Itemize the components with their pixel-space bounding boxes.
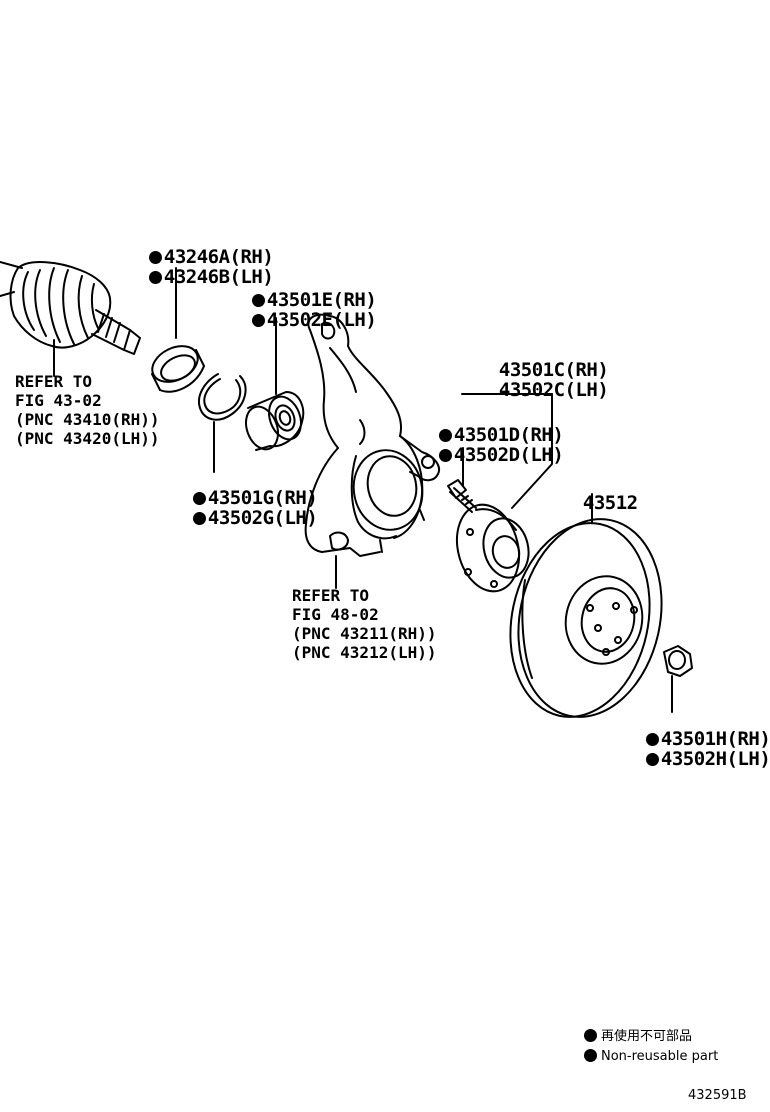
callout-43501c-lh: 43502C(LH): [477, 360, 609, 401]
callout-43501h-lh: 43502H(LH): [624, 729, 770, 769]
part-number: 43502C(LH): [498, 379, 609, 401]
non-reusable-marker-icon: [251, 314, 265, 327]
part-number: 43501G(RH): [207, 487, 318, 509]
refer-driveshaft-line4: (PNC 43420(LH)): [15, 429, 160, 448]
figure-number: 432591B: [688, 1088, 747, 1103]
legend-text-japanese: 再使用不可部品: [601, 1029, 693, 1044]
refer-knuckle-line2: FIG 48-02: [292, 605, 379, 624]
callout-43246-rh: 43246A(RH): [127, 227, 274, 268]
legend-japanese: 再使用不可部品: [584, 1029, 692, 1045]
part-number: 43502D(LH): [453, 444, 564, 466]
refer-knuckle-line4: (PNC 43212(LH)): [292, 643, 437, 662]
callout-43501d-rh: 43501D(RH): [417, 405, 564, 446]
brake-disc: [509, 493, 663, 718]
part-number: 43246A(RH): [163, 246, 274, 268]
callout-43501d-lh: 43502D(LH): [417, 425, 564, 466]
non-reusable-marker-icon: [584, 1029, 597, 1042]
callout-43501g-lh: 43502G(LH): [171, 488, 318, 529]
callout-43501h-rh: 43501H(RH): [624, 709, 770, 749]
drive-shaft-boot: [0, 261, 141, 355]
snap-ring: [198, 373, 247, 473]
non-reusable-marker-icon: [192, 492, 206, 505]
part-number: 43502E(LH): [266, 309, 377, 331]
callout-43501e-rh: 43501E(RH): [230, 270, 377, 311]
steering-knuckle: [304, 313, 440, 589]
refer-driveshaft-line1: REFER TO: [15, 372, 93, 391]
non-reusable-marker-icon: [251, 294, 265, 307]
callout-43512: 43512: [561, 473, 638, 513]
non-reusable-marker-icon: [148, 271, 162, 284]
callout-43501g-rh: 43501G(RH): [171, 468, 318, 509]
refer-knuckle-line3: (PNC 43211(RH)): [292, 624, 437, 643]
dust-deflector: [151, 267, 205, 393]
non-reusable-marker-icon: [584, 1049, 597, 1062]
non-reusable-marker-icon: [438, 449, 452, 462]
callout-43501c-rh: 43501C(RH): [477, 340, 609, 381]
part-number: 43512: [582, 492, 638, 514]
non-reusable-marker-icon: [645, 753, 659, 766]
legend-text-english: Non-reusable part: [601, 1049, 719, 1064]
part-number: 43246B(LH): [163, 266, 274, 288]
callout-43246-lh: 43246B(LH): [127, 247, 274, 288]
part-number: 43502H(LH): [660, 748, 770, 770]
non-reusable-marker-icon: [192, 512, 206, 525]
part-number: 43501C(RH): [498, 359, 609, 381]
part-number: 43501D(RH): [453, 424, 564, 446]
hub-bearing: [245, 317, 305, 451]
refer-driveshaft-line3: (PNC 43410(RH)): [15, 410, 160, 429]
part-number: 43501H(RH): [660, 728, 770, 750]
refer-knuckle-line1: REFER TO: [292, 586, 370, 605]
part-number: 43501E(RH): [266, 289, 377, 311]
lock-nut: [663, 645, 693, 713]
legend-english: Non-reusable part: [584, 1049, 718, 1065]
non-reusable-marker-icon: [645, 733, 659, 746]
axle-hub: [456, 393, 553, 593]
callout-43501e-lh: 43502E(LH): [230, 290, 377, 331]
refer-driveshaft-line2: FIG 43-02: [15, 391, 102, 410]
non-reusable-marker-icon: [148, 251, 162, 264]
non-reusable-marker-icon: [438, 429, 452, 442]
part-number: 43502G(LH): [207, 507, 318, 529]
